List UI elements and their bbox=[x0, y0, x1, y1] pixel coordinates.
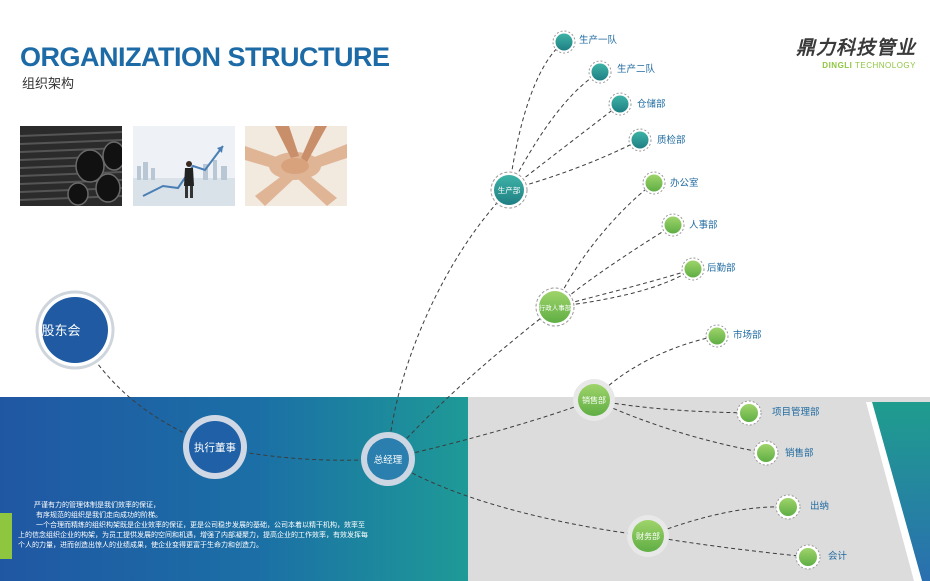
description-line-4: 上的信念组织企业的构架，为员工提供发展的空间和机遇，增强了内部凝聚力，提高企业的… bbox=[18, 531, 368, 539]
node-project-label: 项目管理部 bbox=[772, 406, 820, 418]
node-production[interactable]: 生产部 bbox=[490, 171, 528, 209]
photo-business bbox=[133, 126, 235, 206]
node-qc[interactable]: 质检部 bbox=[628, 128, 686, 152]
node-exec-director-label: 执行董事 bbox=[194, 441, 236, 454]
node-sales-label: 销售部 bbox=[582, 395, 606, 405]
pipes-image bbox=[20, 126, 122, 206]
node-project[interactable]: 项目管理部 bbox=[736, 400, 820, 426]
node-market[interactable]: 市场部 bbox=[705, 324, 762, 348]
node-exec-director[interactable]: 执行董事 bbox=[183, 415, 247, 479]
node-cashier[interactable]: 出纳 bbox=[775, 494, 829, 520]
node-hr[interactable]: 人事部 bbox=[661, 213, 718, 237]
node-finance-label: 财务部 bbox=[636, 531, 660, 541]
node-shareholders-label: 股东会 bbox=[41, 324, 80, 339]
corner-accent bbox=[872, 402, 930, 581]
photo-pipes bbox=[20, 126, 122, 206]
brand-logo: 鼎力科技管业 DINGLI TECHNOLOGY bbox=[796, 33, 916, 70]
corner-accent-light bbox=[866, 402, 922, 581]
brand-name-en: DINGLI TECHNOLOGY bbox=[796, 61, 916, 70]
node-team1[interactable]: 生产一队 bbox=[552, 30, 618, 54]
node-hr-label: 人事部 bbox=[689, 219, 718, 231]
node-finance[interactable]: 财务部 bbox=[627, 515, 669, 557]
node-admin-hr[interactable]: 行政人事部 bbox=[535, 287, 575, 327]
description-line-2: 有序规范的组织是我们走向成功的阶梯。 bbox=[36, 511, 162, 519]
teamwork-image bbox=[245, 126, 347, 206]
photo-teamwork bbox=[245, 126, 347, 206]
left-green-bar bbox=[0, 513, 12, 559]
node-accounting-label: 会计 bbox=[828, 550, 848, 562]
brand-name-en-rest: TECHNOLOGY bbox=[852, 61, 916, 70]
description-line-1: 严谨有力的管理体制是我们效率的保证， bbox=[34, 501, 160, 509]
node-team2[interactable]: 生产二队 bbox=[588, 60, 656, 84]
node-production-label: 生产部 bbox=[498, 185, 521, 195]
node-warehouse[interactable]: 仓储部 bbox=[608, 92, 666, 116]
node-office[interactable]: 办公室 bbox=[642, 171, 699, 195]
description-text: 严谨有力的管理体制是我们效率的保证， 有序规范的组织是我们走向成功的阶梯。 一个… bbox=[18, 500, 458, 550]
node-general-manager[interactable]: 总经理 bbox=[361, 432, 415, 486]
brand-name-en-bold: DINGLI bbox=[822, 61, 853, 70]
node-admin-hr-label: 行政人事部 bbox=[539, 303, 572, 312]
page-title: ORGANIZATION STRUCTURE bbox=[20, 42, 390, 72]
node-team2-label: 生产二队 bbox=[617, 63, 656, 75]
node-sales-sub-label: 销售部 bbox=[785, 447, 814, 459]
node-warehouse-label: 仓储部 bbox=[637, 98, 666, 110]
brand-name-cn: 鼎力科技管业 bbox=[795, 37, 916, 59]
description-line-3: 一个合理而精练的组织构架既是企业效率的保证，更是公司稳步发展的基础，公司本着以精… bbox=[36, 521, 365, 529]
business-image bbox=[133, 126, 235, 206]
node-market-label: 市场部 bbox=[733, 329, 762, 341]
page-subtitle: 组织架构 bbox=[22, 77, 75, 92]
node-general-manager-label: 总经理 bbox=[374, 454, 403, 466]
node-logistics[interactable]: 后勤部 bbox=[681, 257, 736, 281]
node-shareholders[interactable]: 股东会 bbox=[35, 290, 115, 370]
node-accounting[interactable]: 会计 bbox=[795, 544, 848, 570]
node-sales[interactable]: 销售部 bbox=[573, 379, 615, 421]
node-cashier-label: 出纳 bbox=[810, 500, 829, 512]
gray-band bbox=[468, 397, 930, 581]
node-team1-label: 生产一队 bbox=[579, 34, 618, 46]
node-logistics-label: 后勤部 bbox=[707, 262, 736, 274]
node-qc-label: 质检部 bbox=[657, 134, 686, 146]
node-office-label: 办公室 bbox=[670, 177, 699, 189]
description-line-5: 个人的力量，进而创造出惊人的业绩成果，使企业变得更富于生命力和创造力。 bbox=[18, 541, 263, 549]
node-sales-sub[interactable]: 销售部 bbox=[753, 440, 814, 466]
